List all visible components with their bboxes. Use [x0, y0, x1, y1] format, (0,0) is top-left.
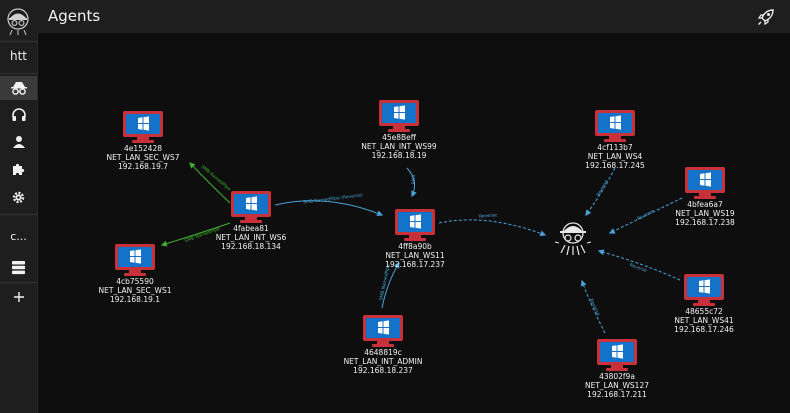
app-logo-icon[interactable]	[4, 6, 32, 36]
agent-hostname: NET_LAN_WS127	[584, 381, 649, 390]
agent-hostname: NET_LAN_WS4	[587, 152, 643, 161]
edge-ws19-cs	[608, 197, 683, 234]
agent-id: 4cb75590	[116, 277, 154, 286]
sidebar-divider	[0, 282, 37, 283]
edge-admin-ws11	[381, 261, 400, 309]
sidebar-item-plugins[interactable]	[0, 157, 37, 181]
agent-hostname: NET_LAN_INT_ADMIN	[343, 357, 423, 366]
rocket-icon[interactable]	[757, 8, 775, 26]
agent-ip: 192.168.17.246	[674, 325, 734, 334]
agent-id: 4ff8a90b	[398, 242, 432, 251]
gear-icon	[12, 191, 25, 203]
windows-monitor-icon	[363, 315, 403, 347]
windows-monitor-icon	[123, 111, 163, 143]
agent-node[interactable]: 4fabea81 NET_LAN_INT_WS6 192.168.18.134	[181, 190, 321, 251]
page-header: Agents	[37, 0, 790, 33]
graph-edges	[160, 162, 683, 334]
agent-node[interactable]: 4e152428 NET_LAN_SEC_WS7 192.168.19.7	[73, 110, 213, 171]
agent-id: 43802f9a	[599, 372, 635, 381]
agent-node[interactable]: 4ff8a90b NET_LAN_WS11 192.168.17.237	[345, 208, 485, 269]
agent-node[interactable]: 4cb75590 NET_LAN_SEC_WS1 192.168.19.1	[65, 243, 205, 304]
agent-hostname: NET_LAN_WS19	[675, 209, 735, 218]
agent-hostname: NET_LAN_SEC_WS1	[98, 286, 172, 295]
agent-id: 45e8Beff	[382, 133, 416, 142]
sidebar-divider	[0, 214, 37, 215]
teamserver-spy-icon[interactable]	[551, 215, 595, 259]
agent-node[interactable]: 4648819c NET_LAN_INT_ADMIN 192.168.18.23…	[313, 314, 453, 375]
sidebar-divider	[0, 73, 37, 74]
agent-graph[interactable]: SMB NamedPipe SMB NamedPipe SMB NamedPip…	[37, 33, 790, 413]
windows-monitor-icon	[379, 100, 419, 132]
agent-hostname: NET_LAN_INT_WS99	[361, 142, 437, 151]
agent-node[interactable]: 43802f9a NET_LAN_WS127 192.168.17.211	[547, 338, 687, 399]
agent-id: 4bfea6a7	[687, 200, 723, 209]
server-connection-label[interactable]: c...	[10, 230, 27, 243]
agent-hostname: NET_LAN_WS41	[674, 316, 734, 325]
agent-node[interactable]: 4bfea6a7 NET_LAN_WS19 192.168.17.238	[635, 166, 775, 227]
agent-hostname: NET_LAN_SEC_WS7	[106, 153, 180, 162]
edge-ws6-ws1	[160, 222, 231, 247]
windows-monitor-icon	[595, 110, 635, 142]
sidebar-item-settings[interactable]	[0, 185, 37, 209]
page-title: Agents	[48, 7, 101, 25]
agent-id: 48655c72	[685, 307, 723, 316]
agent-id: 4648819c	[364, 348, 402, 357]
sidebar-item-servers[interactable]	[0, 255, 37, 279]
plus-icon	[13, 292, 24, 302]
sidebar-divider	[0, 41, 37, 42]
edge-ws99-ws11	[406, 167, 417, 198]
windows-monitor-icon	[597, 339, 637, 371]
agent-ip: 192.168.18.134	[221, 242, 281, 251]
agent-ip: 192.168.19.1	[109, 295, 161, 304]
windows-monitor-icon	[231, 191, 271, 223]
agent-node[interactable]: 48655c72 NET_LAN_WS41 192.168.17.246	[634, 273, 774, 334]
agent-ip: 192.168.17.211	[587, 390, 647, 399]
agent-hostname: NET_LAN_WS11	[385, 251, 445, 260]
agent-ip: 192.168.19.7	[117, 162, 169, 171]
agent-ip: 192.168.17.237	[385, 260, 445, 269]
sidebar: htt c...	[0, 0, 38, 413]
agent-id: 4fabea81	[233, 224, 269, 233]
spy-icon	[10, 82, 27, 95]
sidebar-item-agents[interactable]	[0, 76, 37, 100]
agent-ip: 192.168.18.237	[353, 366, 413, 375]
agent-ip: 192.168.17.245	[585, 161, 645, 170]
agent-ip: 192.168.17.238	[675, 218, 735, 227]
edge-ws41-cs	[597, 249, 681, 281]
agent-id: 4cf113b7	[597, 143, 633, 152]
edge-label: SMB	[409, 174, 415, 185]
edge-ws6-ws11	[274, 200, 384, 217]
windows-monitor-icon	[684, 274, 724, 306]
windows-monitor-icon	[115, 244, 155, 276]
add-server-button[interactable]	[0, 285, 37, 309]
puzzle-icon	[13, 163, 25, 175]
server-icon	[12, 260, 25, 274]
user-icon	[12, 136, 25, 148]
agent-id: 4e152428	[123, 144, 163, 153]
agent-hostname: NET_LAN_INT_WS6	[215, 233, 287, 242]
edge-ws4-cs	[585, 167, 616, 216]
edge-ws11-cs	[438, 219, 547, 237]
windows-monitor-icon	[395, 209, 435, 241]
agent-node[interactable]: 4cf113b7 NET_LAN_WS4 192.168.17.245	[545, 109, 685, 170]
edge-ws127-cs	[580, 279, 606, 334]
edge-ws6-ws7	[189, 162, 231, 204]
headphones-icon	[11, 108, 26, 121]
sidebar-item-users[interactable]	[0, 130, 37, 154]
agent-ip: 192.168.18.19	[371, 151, 427, 160]
windows-monitor-icon	[685, 167, 725, 199]
sidebar-item-listeners[interactable]	[0, 103, 37, 127]
agent-node[interactable]: 45e8Beff NET_LAN_INT_WS99 192.168.18.19	[329, 99, 469, 160]
listener-link[interactable]: htt	[9, 49, 27, 63]
